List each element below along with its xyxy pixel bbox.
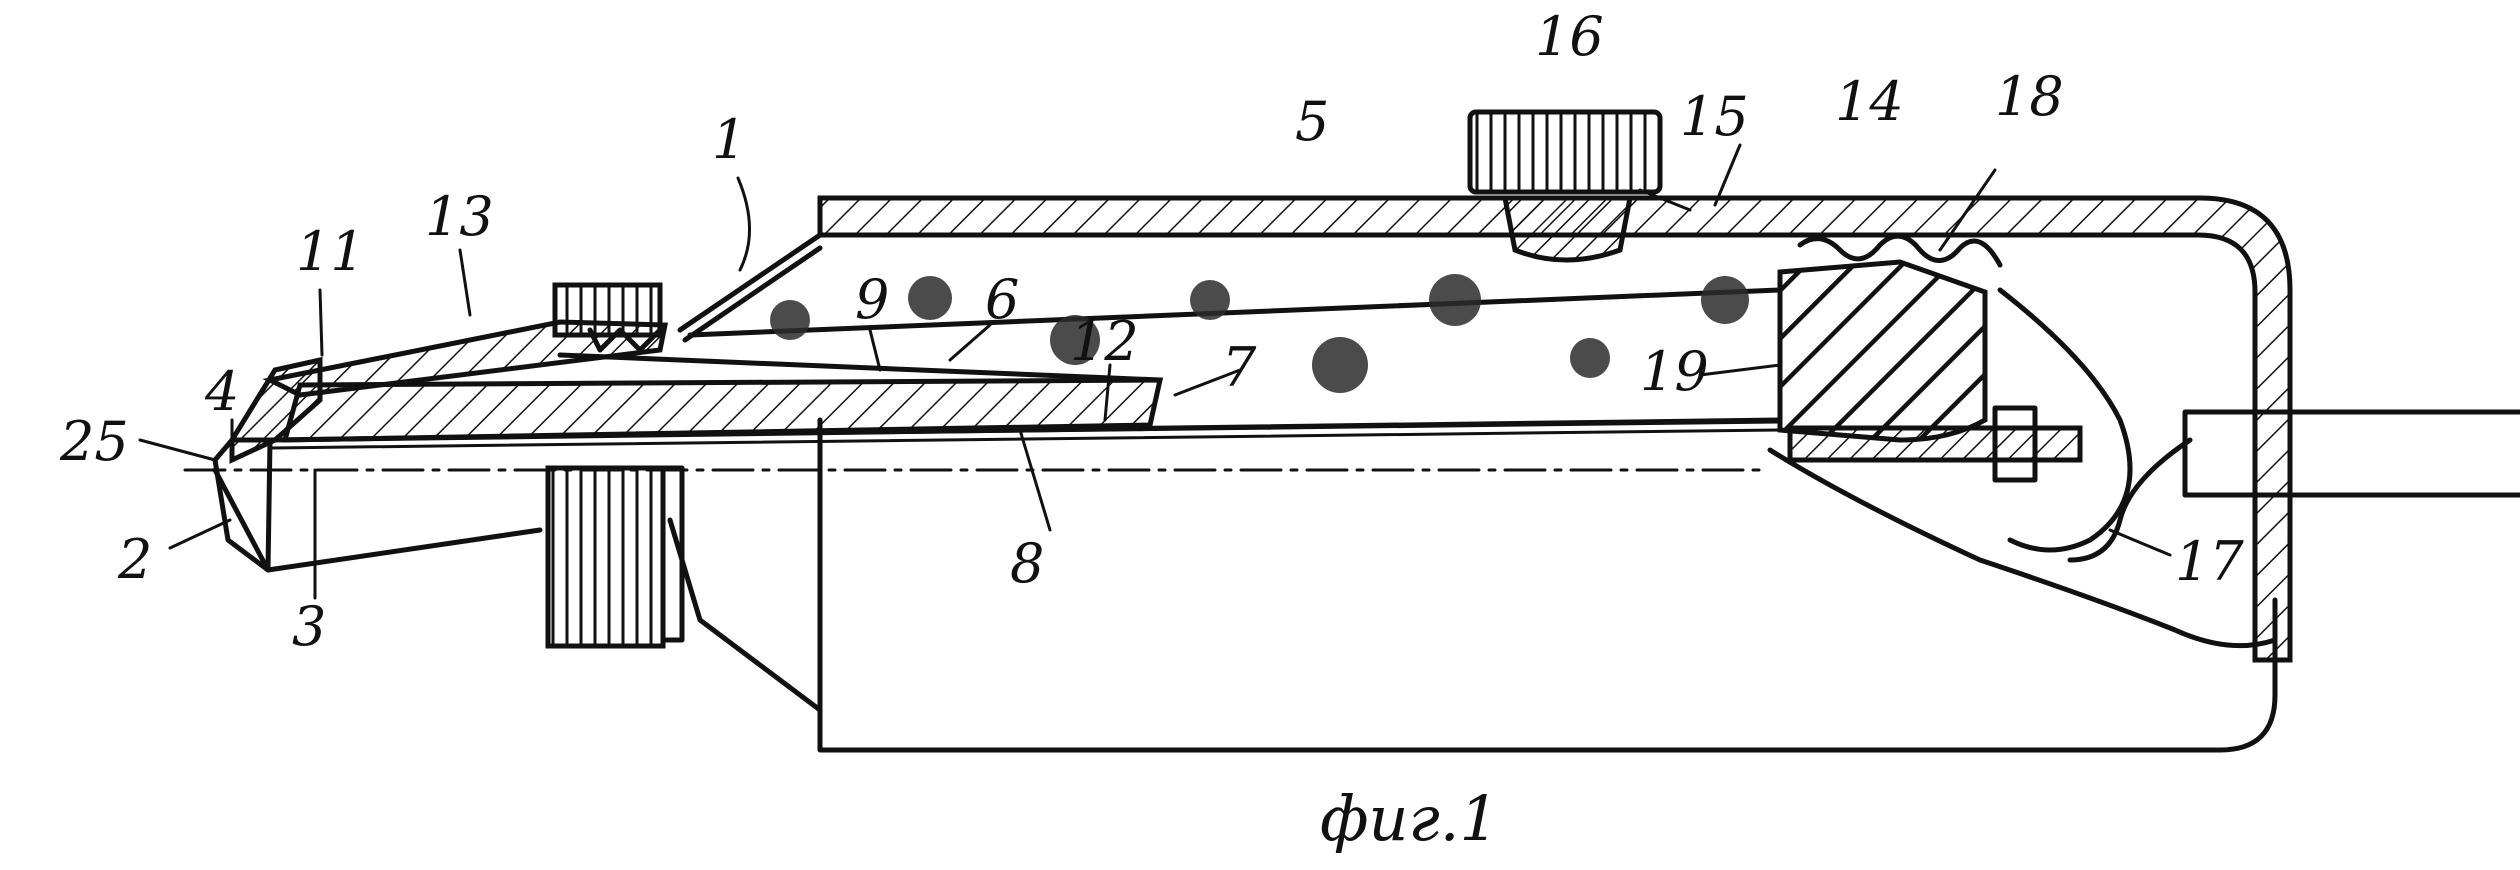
chamber-grains	[770, 274, 1749, 393]
figure-caption: фиг.1	[1320, 782, 1499, 855]
label-3: 3	[292, 595, 326, 658]
tube-8	[268, 420, 1782, 450]
bolt-shaft	[1787, 425, 2083, 463]
bolt-nut	[1992, 405, 2038, 483]
insert-guide-line	[557, 352, 1163, 383]
label-6: 6	[985, 268, 1019, 331]
power-cable	[2182, 409, 2520, 498]
label-4: 4	[204, 360, 239, 423]
label-1: 1	[712, 108, 746, 171]
nut-washer	[660, 465, 685, 643]
housing-bottom-curve	[1767, 447, 2278, 649]
wire-17b	[2067, 437, 2193, 563]
label-16: 16	[1535, 5, 1604, 68]
label-7: 7	[1222, 336, 1257, 399]
nozzle-cone-lower	[212, 467, 823, 713]
locking-nut-bottom	[545, 465, 666, 649]
spring-18	[1797, 233, 2003, 268]
wire-17	[1997, 287, 2133, 553]
knob-threaded-stem	[1501, 195, 1634, 263]
rubber-block-19	[1777, 259, 1988, 443]
label-12: 12	[1070, 310, 1139, 373]
label-5: 5	[1295, 90, 1329, 153]
label-14: 14	[1835, 70, 1904, 133]
nose-piece	[229, 356, 323, 464]
lower-housing-outline	[817, 417, 2278, 753]
label-25: 25	[59, 410, 129, 473]
label-13: 13	[425, 185, 494, 248]
locking-nut-top	[552, 282, 663, 338]
label-11: 11	[296, 220, 365, 283]
label-17: 17	[2175, 530, 2244, 593]
label-18: 18	[1995, 65, 2064, 128]
label-8: 8	[1010, 532, 1044, 595]
tip-2	[212, 437, 273, 573]
leader-lines	[138, 143, 2172, 600]
label-9: 9	[855, 268, 889, 331]
label-2: 2	[117, 528, 152, 591]
upper-housing-wall	[817, 195, 2293, 663]
label-19: 19	[1640, 340, 1709, 403]
sloped-wall-1	[677, 232, 823, 343]
adjustment-knob	[1467, 109, 1663, 195]
label-15: 15	[1680, 85, 1749, 148]
